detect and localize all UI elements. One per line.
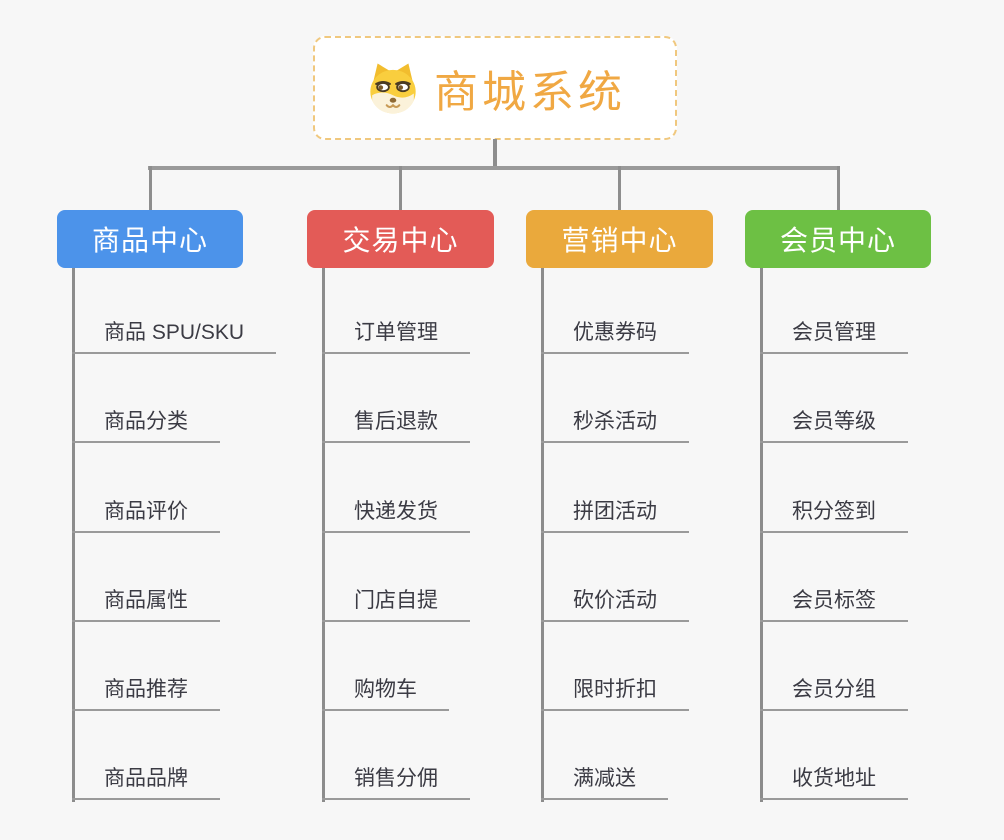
branch-child-connector (322, 268, 325, 802)
sub-item[interactable]: 秒杀活动 (541, 407, 689, 443)
root-trunk-connector (493, 139, 497, 168)
root-node-title: 商城系统 (434, 68, 626, 117)
sub-item[interactable]: 优惠券码 (541, 318, 689, 354)
sub-item[interactable]: 销售分佣 (322, 764, 470, 800)
branch-header-3[interactable]: 营销中心 (526, 210, 713, 268)
sub-item[interactable]: 满减送 (541, 764, 668, 800)
sub-item[interactable]: 商品属性 (72, 586, 220, 622)
branch-child-connector (72, 268, 75, 802)
branch-child-connector (541, 268, 544, 802)
branch-drop-connector (398, 166, 402, 210)
sub-item[interactable]: 购物车 (322, 675, 449, 711)
sub-item[interactable]: 商品评价 (72, 497, 220, 533)
sub-item[interactable]: 商品 SPU/SKU (72, 318, 277, 354)
branch-drop-connector (148, 166, 152, 210)
sub-item[interactable]: 门店自提 (322, 586, 470, 622)
branch-header-1[interactable]: 商品中心 (57, 210, 243, 268)
sub-item[interactable]: 商品推荐 (72, 675, 220, 711)
sub-item[interactable]: 会员等级 (760, 407, 908, 443)
sub-item[interactable]: 商品品牌 (72, 764, 220, 800)
sub-item[interactable]: 积分签到 (760, 497, 908, 533)
sub-item[interactable]: 售后退款 (322, 407, 470, 443)
sub-item[interactable]: 收货地址 (760, 764, 908, 800)
sub-item[interactable]: 拼团活动 (541, 497, 689, 533)
branch-child-connector (760, 268, 763, 802)
root-node[interactable]: 商城系统 (313, 36, 677, 140)
sub-item[interactable]: 限时折扣 (541, 675, 689, 711)
sub-item[interactable]: 商品分类 (72, 407, 220, 443)
sub-item[interactable]: 会员管理 (760, 318, 908, 354)
sub-item[interactable]: 订单管理 (322, 318, 470, 354)
branch-drop-connector (836, 166, 840, 210)
branch-header-4[interactable]: 会员中心 (745, 210, 931, 268)
branch-bus-connector (148, 166, 839, 170)
sub-item[interactable]: 快递发货 (322, 497, 470, 533)
dog-face-icon (370, 63, 416, 114)
sub-item[interactable]: 会员标签 (760, 586, 908, 622)
sub-item[interactable]: 砍价活动 (541, 586, 689, 622)
sub-item[interactable]: 会员分组 (760, 675, 908, 711)
branch-header-2[interactable]: 交易中心 (307, 210, 494, 268)
branch-drop-connector (617, 166, 621, 210)
